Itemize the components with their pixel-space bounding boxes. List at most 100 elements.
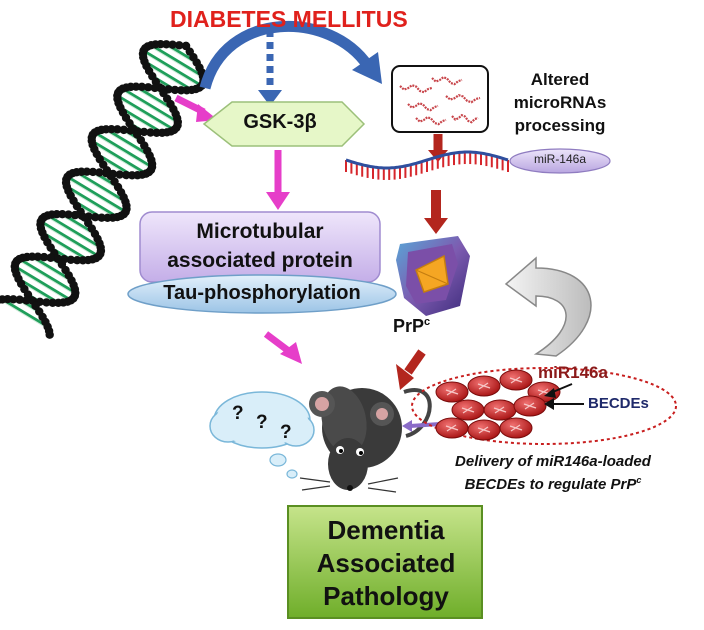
dna-bead	[91, 212, 100, 222]
vesicle-cargo	[524, 402, 535, 410]
vesicle-cargo	[446, 424, 457, 432]
delivery-caption: Delivery of miR146a-loaded BECDEs to reg…	[408, 452, 698, 494]
dna-bead	[176, 86, 186, 95]
purple-arrow-vesicles-mouse	[409, 422, 441, 428]
becdes-dotted-ellipse	[411, 367, 677, 445]
dementia-line3: Pathology	[323, 581, 449, 611]
delivery-line1: Delivery of miR146a-loaded	[455, 453, 651, 470]
dna-rung	[40, 220, 100, 258]
vesicle-cargo	[538, 388, 549, 396]
dna-bead	[152, 128, 161, 138]
dna-bead	[113, 125, 122, 134]
dna-rung	[91, 139, 147, 175]
mir-146a-pill-label: miR-146a	[533, 152, 587, 166]
dna-bead	[9, 295, 18, 304]
dna-rung-highlight	[122, 90, 179, 125]
dna-rung	[150, 43, 204, 78]
dna-rung	[18, 257, 77, 295]
becdes-vesicles-icon	[435, 369, 561, 441]
dna-bead	[115, 170, 124, 179]
dna-rung-highlight	[150, 46, 204, 79]
dna-rung	[93, 131, 153, 169]
dna-bead	[22, 296, 31, 305]
blue-curved-arrow	[199, 20, 373, 90]
dna-bead	[175, 41, 184, 50]
dna-rung-highlight	[76, 173, 126, 205]
dna-rung-highlight	[62, 215, 96, 237]
microrna-box	[391, 65, 489, 133]
dna-bead	[39, 252, 49, 262]
microrna-squiggle	[451, 113, 479, 124]
dna-bead	[48, 298, 57, 307]
dna-rung-highlight	[143, 52, 202, 89]
becdes-label: BECDEs	[588, 395, 649, 412]
dna-rung	[105, 128, 151, 157]
mir146a-label: miR146a	[538, 363, 608, 382]
rna-backbone	[345, 150, 509, 170]
dna-bead	[42, 298, 51, 307]
dna-rung-highlight	[92, 173, 119, 190]
microtubular-label: Microtubular associated protein	[142, 217, 378, 275]
dna-rung	[75, 170, 127, 203]
dna-rung	[46, 214, 102, 249]
dna-rung-highlight	[2, 300, 48, 330]
diabetes-mellitus-title: DIABETES MELLITUS	[170, 6, 408, 32]
tau-phosphorylation-label: Tau-phosphorylation	[163, 282, 361, 304]
vesicle-cargo	[510, 376, 521, 384]
prpc-sup: c	[424, 316, 431, 328]
dna-bead	[101, 168, 111, 178]
microrna-squiggle	[415, 115, 447, 126]
red-arrowhead	[424, 218, 448, 234]
dna-bead	[146, 128, 155, 137]
red-arrow-prp-mouse	[404, 349, 426, 375]
pointer-arrowhead	[544, 388, 556, 398]
dna-bead	[103, 213, 112, 223]
dna-bead	[170, 85, 180, 95]
altered-line1: Altered	[530, 70, 590, 89]
altered-microrna-label: Altered microRNAs processing	[500, 68, 620, 137]
dna-rung	[41, 231, 89, 262]
microrna-squiggle	[407, 101, 439, 112]
dna-rung-highlight	[67, 178, 126, 215]
dementia-label: Dementia Associated Pathology	[290, 514, 482, 613]
dna-rung-highlight	[105, 130, 150, 159]
tau-phosphorylation-ellipse	[127, 274, 397, 314]
dna-bead	[126, 126, 135, 135]
dna-rung-highlight	[117, 97, 175, 133]
microrna-squiggle	[399, 83, 433, 94]
dna-bead	[64, 210, 73, 219]
dementia-line2: Associated	[316, 548, 456, 578]
dna-bead	[139, 127, 149, 137]
mir-146a-pill	[509, 148, 611, 174]
dementia-line1: Dementia	[327, 515, 445, 545]
dna-bead	[119, 125, 129, 135]
question-mark: ?	[232, 403, 244, 424]
dna-bead	[150, 83, 160, 93]
vesicle-cargo	[478, 382, 489, 390]
mouse-icon	[299, 386, 432, 493]
pink-arrow-tau-mouse	[263, 331, 293, 355]
dna-bead	[121, 170, 131, 180]
dna-bead	[45, 330, 54, 339]
dna-rung-highlight	[31, 258, 72, 283]
dna-bead	[144, 83, 153, 92]
vesicle-cargo	[494, 406, 505, 414]
vesicle-cargo	[462, 406, 473, 414]
dna-rung-highlight	[91, 142, 147, 177]
pink-arrowhead	[266, 192, 290, 210]
dna-bead	[66, 255, 76, 264]
delivery-line2-sup: c	[636, 475, 642, 485]
dna-bead	[72, 256, 82, 265]
dna-bead	[88, 167, 98, 177]
pink-arrowhead	[280, 342, 302, 364]
dna-rung	[14, 265, 72, 302]
dna-rung-highlight	[135, 88, 174, 112]
feedback-curved-arrow	[504, 256, 592, 357]
altered-line2: microRNAs	[513, 93, 607, 112]
question-mark: ?	[280, 422, 292, 443]
thought-cloud	[209, 391, 315, 479]
dna-bead	[137, 82, 147, 92]
dna-bead	[97, 213, 106, 222]
dna-rung	[142, 49, 203, 88]
purple-arrowhead	[402, 420, 412, 432]
